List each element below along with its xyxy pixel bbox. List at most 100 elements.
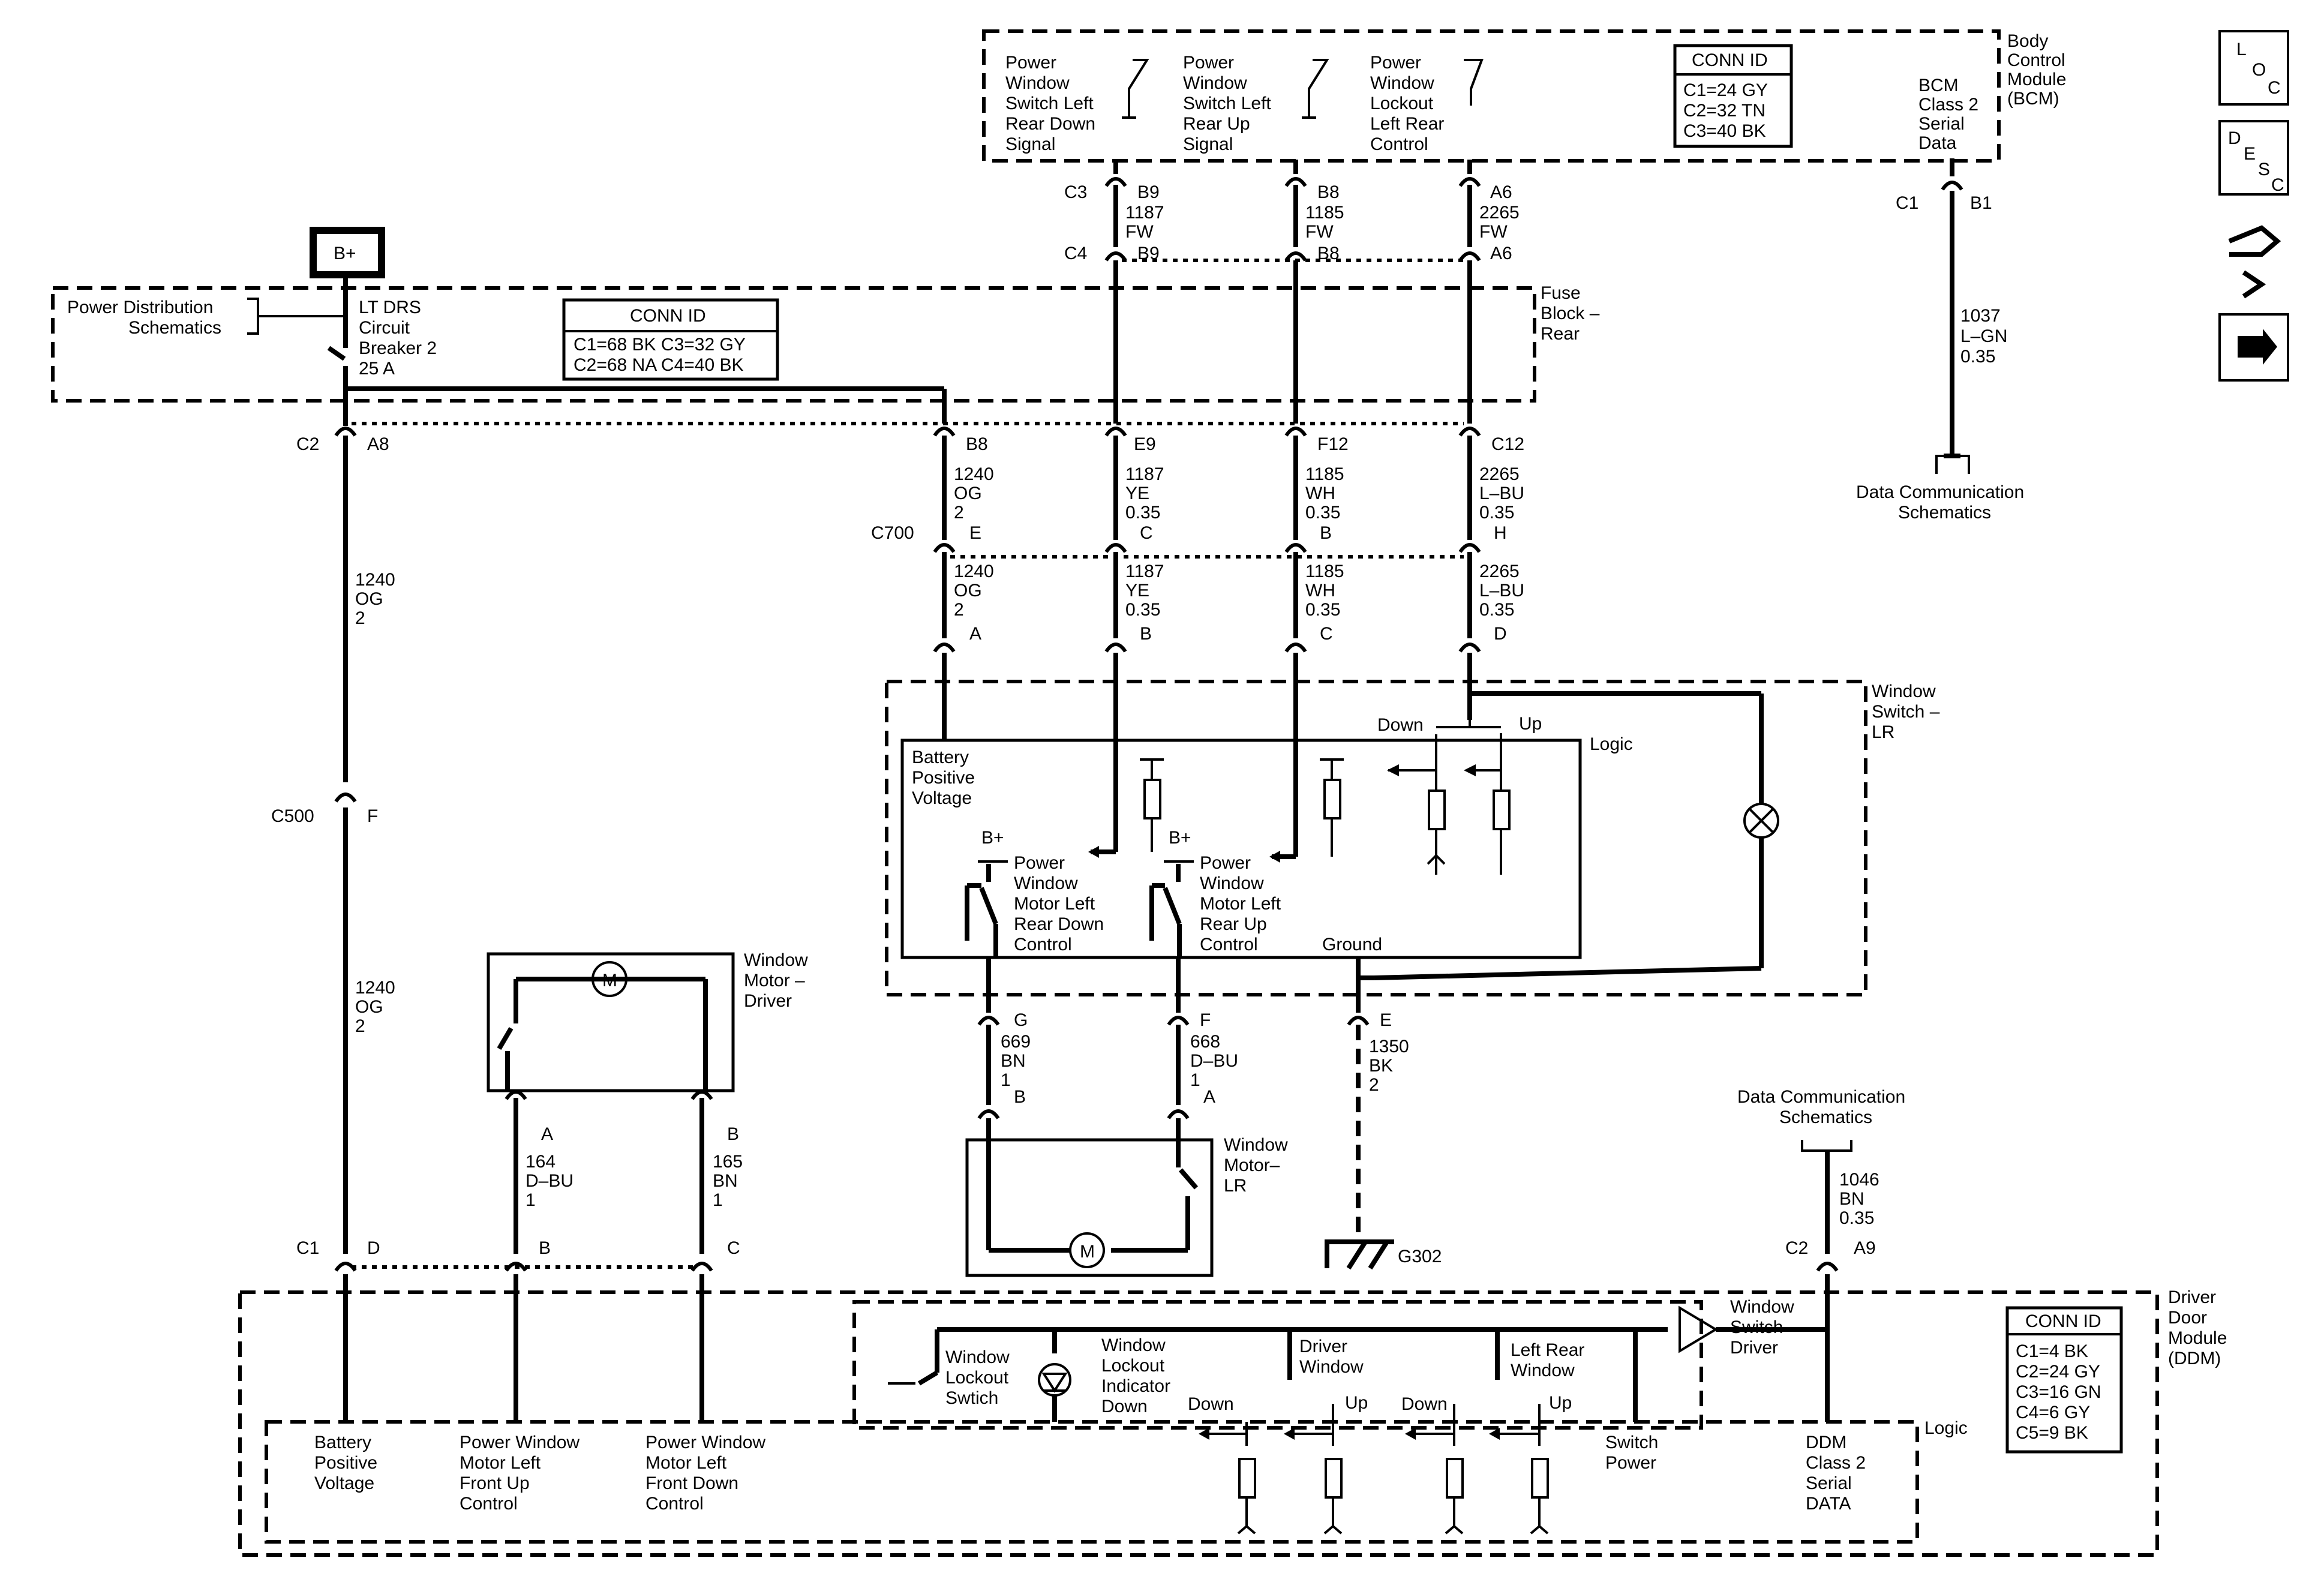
c700-mid-letters: E C B H bbox=[969, 523, 1507, 543]
switch-lr-ground-label: Ground bbox=[1322, 935, 1382, 954]
svg-text:C2: C2 bbox=[1785, 1238, 1808, 1258]
svg-text:Switch Left: Switch Left bbox=[1183, 94, 1271, 113]
svg-text:(DDM): (DDM) bbox=[2168, 1349, 2221, 1368]
svg-text:Window: Window bbox=[945, 1347, 1010, 1367]
svg-text:BCM: BCM bbox=[1918, 76, 1959, 95]
switch-lr-bplus-2: B+ bbox=[1169, 828, 1191, 848]
svg-text:C: C bbox=[1320, 624, 1333, 644]
wire-1240-top: 1240 OG 2 bbox=[355, 570, 395, 628]
svg-text:BN: BN bbox=[1839, 1189, 1864, 1209]
svg-text:C: C bbox=[2271, 175, 2284, 195]
svg-text:2: 2 bbox=[1369, 1075, 1379, 1095]
connector-cup bbox=[1458, 543, 1481, 553]
ddm-class2-label: DDM Class 2 Serial DATA bbox=[1806, 1433, 1866, 1514]
ddm-module-box bbox=[238, 1290, 2159, 1557]
svg-text:0.35: 0.35 bbox=[1839, 1208, 1874, 1228]
svg-text:C1=24 GY: C1=24 GY bbox=[1683, 80, 1768, 100]
ddm-label: Driver Door Module (DDM) bbox=[2168, 1287, 2227, 1368]
svg-text:C: C bbox=[1140, 523, 1153, 543]
svg-text:0.35: 0.35 bbox=[1479, 503, 1514, 523]
svg-text:Module: Module bbox=[2168, 1328, 2227, 1348]
wire-669: 669 BN 1 bbox=[1001, 1032, 1031, 1090]
svg-text:Serial: Serial bbox=[1806, 1473, 1852, 1493]
svg-text:Signal: Signal bbox=[1183, 134, 1233, 154]
svg-text:O: O bbox=[2252, 60, 2266, 80]
svg-text:164: 164 bbox=[526, 1152, 556, 1172]
svg-text:Lockout: Lockout bbox=[1370, 94, 1434, 113]
svg-text:DATA: DATA bbox=[1806, 1494, 1851, 1514]
svg-text:Window: Window bbox=[1014, 873, 1078, 893]
svg-text:1046: 1046 bbox=[1839, 1170, 1879, 1190]
switch-lr-pins: A B C D bbox=[969, 624, 1507, 644]
svg-text:Rear: Rear bbox=[1541, 324, 1580, 344]
troubleshoot-icon[interactable] bbox=[2228, 225, 2281, 299]
connector-cup bbox=[1458, 177, 1481, 187]
svg-text:C3: C3 bbox=[1064, 182, 1087, 202]
svg-text:2: 2 bbox=[954, 503, 964, 523]
svg-text:Switch: Switch bbox=[1605, 1433, 1658, 1452]
switch-lr-logic-box bbox=[900, 739, 1582, 959]
connector-cup bbox=[1941, 181, 1963, 191]
svg-text:C3=40 BK: C3=40 BK bbox=[1683, 121, 1766, 141]
svg-text:LR: LR bbox=[1872, 722, 1894, 742]
c700-upper-wires: 1240 OG 2 1187 YE 0.35 1185 WH 0.35 2265… bbox=[954, 464, 1524, 523]
window-switch-driver-label: Window Switch – Driver bbox=[1730, 1297, 1798, 1358]
svg-text:1185: 1185 bbox=[1305, 464, 1344, 484]
svg-text:Window: Window bbox=[744, 950, 808, 970]
window-motor-lr-label: Window Motor– LR bbox=[1224, 1135, 1288, 1196]
svg-text:Rear Down: Rear Down bbox=[1014, 914, 1104, 934]
svg-text:Driver: Driver bbox=[1299, 1337, 1347, 1356]
lockout-switch-label: Window Lockout Swtich bbox=[945, 1347, 1010, 1408]
svg-text:B: B bbox=[1140, 624, 1152, 644]
svg-text:Data Communication: Data Communication bbox=[1856, 482, 2024, 502]
connector-cup bbox=[1104, 543, 1127, 553]
svg-text:Driver: Driver bbox=[744, 991, 792, 1011]
desc-icon[interactable] bbox=[2218, 120, 2289, 196]
driver-motor-pins: A B bbox=[541, 1124, 739, 1144]
svg-text:Driver: Driver bbox=[1730, 1338, 1778, 1358]
svg-text:B8: B8 bbox=[1317, 182, 1340, 202]
svg-text:L: L bbox=[2236, 40, 2247, 59]
svg-text:E: E bbox=[969, 523, 981, 543]
svg-text:Lockout: Lockout bbox=[945, 1368, 1009, 1388]
svg-text:Power Distribution: Power Distribution bbox=[67, 298, 213, 317]
svg-text:Driver: Driver bbox=[2168, 1287, 2216, 1307]
svg-text:C3=16 GN: C3=16 GN bbox=[2016, 1382, 2101, 1402]
svg-text:0.35: 0.35 bbox=[1305, 503, 1340, 523]
connector-symbols bbox=[334, 177, 1963, 1272]
loc-icon[interactable] bbox=[2218, 30, 2289, 106]
svg-text:A: A bbox=[969, 624, 981, 644]
window-motor-driver-label: Window Motor – Driver bbox=[744, 950, 808, 1011]
wire-1187-fw: 1187 FW bbox=[1125, 203, 1164, 242]
connector-cup bbox=[1347, 1016, 1370, 1026]
svg-text:Switch –: Switch – bbox=[1872, 702, 1940, 722]
svg-text:Window: Window bbox=[1370, 73, 1434, 93]
svg-text:CONN ID: CONN ID bbox=[1692, 50, 1768, 70]
ddm-c1-pins: C1 D B C bbox=[296, 1238, 740, 1258]
switch-lr-down-label: Down bbox=[1377, 715, 1424, 735]
svg-text:D: D bbox=[367, 1238, 380, 1258]
svg-text:A: A bbox=[541, 1124, 553, 1144]
svg-text:WH: WH bbox=[1305, 484, 1335, 503]
svg-text:B: B bbox=[1320, 523, 1332, 543]
wire-1037: 1037 L–GN 0.35 bbox=[1960, 306, 2007, 367]
svg-text:Power: Power bbox=[1014, 853, 1065, 873]
svg-text:L–BU: L–BU bbox=[1479, 484, 1524, 503]
connector-cup bbox=[1284, 643, 1307, 653]
switch-power-label: Switch Power bbox=[1605, 1433, 1658, 1473]
next-arrow-icon[interactable] bbox=[2218, 313, 2289, 382]
lockout-indicator-label: Window Lockout Indicator Down bbox=[1101, 1335, 1170, 1416]
svg-text:Serial: Serial bbox=[1918, 114, 1965, 134]
svg-text:Schematics: Schematics bbox=[1779, 1107, 1872, 1127]
svg-text:Motor –: Motor – bbox=[744, 971, 805, 990]
connector-cup bbox=[977, 1109, 1000, 1119]
svg-text:Rear Up: Rear Up bbox=[1200, 914, 1267, 934]
svg-text:Rear Up: Rear Up bbox=[1183, 114, 1250, 134]
wire-1240-bottom: 1240 OG 2 bbox=[355, 978, 395, 1036]
svg-text:1240: 1240 bbox=[954, 464, 994, 484]
svg-text:Motor Left: Motor Left bbox=[1014, 894, 1095, 914]
svg-text:YE: YE bbox=[1125, 581, 1149, 601]
svg-text:2: 2 bbox=[355, 1016, 365, 1036]
svg-text:Control: Control bbox=[1200, 935, 1258, 954]
svg-text:1240: 1240 bbox=[355, 570, 395, 590]
